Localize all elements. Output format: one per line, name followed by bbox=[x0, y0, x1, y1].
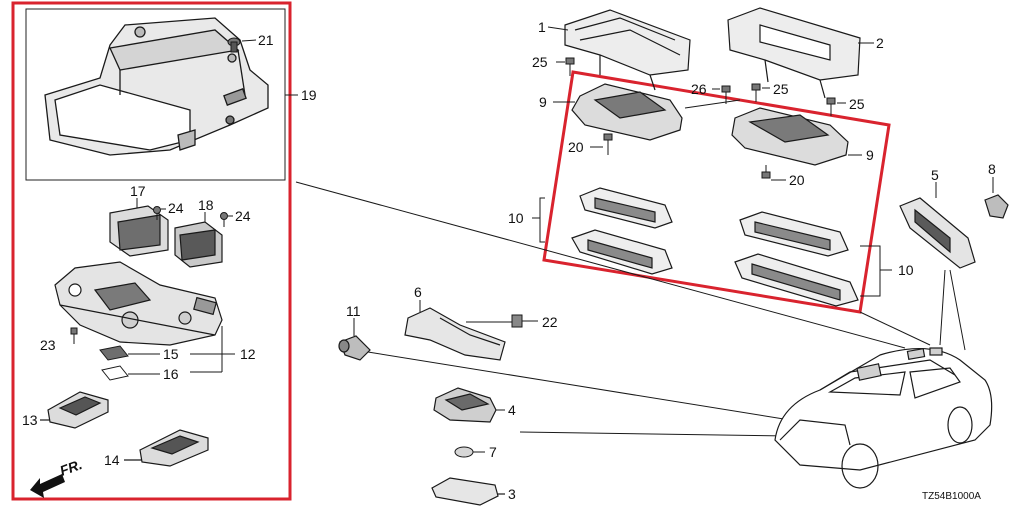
part-24-screw-b[interactable] bbox=[220, 212, 234, 228]
callout-7: 7 bbox=[489, 444, 497, 460]
part-13-map-lamp[interactable] bbox=[40, 391, 109, 429]
part-20-bolt-a[interactable] bbox=[590, 133, 613, 155]
part-7-bulb[interactable] bbox=[454, 446, 485, 458]
part-25-bolt-a[interactable] bbox=[556, 57, 575, 76]
callout-13: 13 bbox=[22, 412, 38, 428]
part-10-lens-b1[interactable] bbox=[739, 211, 849, 257]
callout-20a: 20 bbox=[568, 139, 584, 155]
part-19-console-housing[interactable] bbox=[44, 17, 269, 156]
part-3-lens[interactable] bbox=[431, 477, 505, 506]
part-23-screw[interactable] bbox=[70, 327, 78, 344]
callout-24a: 24 bbox=[168, 200, 184, 216]
callout-1: 1 bbox=[538, 19, 546, 35]
callout-9b: 9 bbox=[866, 147, 874, 163]
part-21-clip[interactable] bbox=[227, 37, 257, 53]
left-highlight-box bbox=[11, 1, 292, 501]
callout-11: 11 bbox=[346, 303, 361, 319]
callout-17: 17 bbox=[130, 183, 146, 199]
part-10-lens-a2[interactable] bbox=[571, 229, 673, 275]
part-9-switch-unit-b[interactable] bbox=[731, 107, 849, 166]
callout-9a: 9 bbox=[539, 94, 547, 110]
front-arrow-icon bbox=[30, 474, 65, 498]
part-10-lens-b2[interactable] bbox=[734, 253, 859, 307]
callout-labels: 19 21 17 18 24 24 23 15 16 12 13 14 FR. … bbox=[22, 19, 996, 502]
callout-14: 14 bbox=[104, 452, 120, 468]
callout-22: 22 bbox=[542, 314, 558, 330]
part-25-bolt-c[interactable] bbox=[826, 97, 846, 116]
callout-12: 12 bbox=[240, 346, 256, 362]
callout-3: 3 bbox=[508, 486, 516, 502]
callout-25a: 25 bbox=[532, 54, 548, 70]
part-17-module[interactable] bbox=[109, 205, 169, 257]
part-6-cover[interactable] bbox=[404, 307, 506, 361]
part-25-bolt-b[interactable] bbox=[751, 83, 770, 102]
part-18-module[interactable] bbox=[174, 221, 223, 268]
front-label: FR. bbox=[58, 456, 85, 479]
part-8-bulb[interactable] bbox=[984, 194, 1009, 219]
part-4-lamp-housing[interactable] bbox=[433, 387, 497, 423]
callout-25c: 25 bbox=[849, 96, 865, 112]
part-11-socket[interactable] bbox=[338, 335, 371, 361]
callout-8: 8 bbox=[988, 161, 996, 177]
part-10-lens-a1[interactable] bbox=[579, 187, 673, 229]
callout-24b: 24 bbox=[235, 208, 251, 224]
callout-19: 19 bbox=[301, 87, 317, 103]
callout-5: 5 bbox=[931, 167, 939, 183]
part-20-bolt-b[interactable] bbox=[761, 165, 786, 181]
part-14-map-lamp[interactable] bbox=[124, 429, 209, 467]
callout-21: 21 bbox=[258, 32, 274, 48]
callout-23: 23 bbox=[40, 337, 56, 353]
part-10-bracket-right bbox=[860, 245, 881, 297]
vehicle-leader-lines bbox=[295, 181, 966, 437]
vehicle-outline bbox=[774, 347, 993, 489]
part-9-switch-unit-a[interactable] bbox=[571, 83, 683, 141]
callout-26: 26 bbox=[691, 81, 707, 97]
callout-15: 15 bbox=[163, 346, 179, 362]
callout-20b: 20 bbox=[789, 172, 805, 188]
part-22-clip[interactable] bbox=[511, 314, 538, 328]
part-5-lamp[interactable] bbox=[899, 197, 976, 269]
callout-16: 16 bbox=[163, 366, 179, 382]
part-12-console-base[interactable] bbox=[54, 261, 223, 346]
callout-6: 6 bbox=[414, 284, 422, 300]
part-2-bracket[interactable] bbox=[727, 7, 861, 99]
drawing-code: TZ54B1000A bbox=[922, 491, 981, 502]
callout-4: 4 bbox=[508, 402, 516, 418]
part-1-bracket[interactable] bbox=[564, 9, 691, 91]
part-24-screw-a[interactable] bbox=[153, 206, 167, 221]
callout-10a: 10 bbox=[508, 210, 524, 226]
callout-18: 18 bbox=[198, 197, 214, 213]
part-16-pad[interactable] bbox=[101, 365, 222, 381]
callout-25b: 25 bbox=[773, 81, 789, 97]
callout-10b: 10 bbox=[898, 262, 914, 278]
callout-2: 2 bbox=[876, 35, 884, 51]
part-15-pad[interactable] bbox=[99, 345, 222, 361]
part-10-bracket-left bbox=[539, 197, 545, 243]
